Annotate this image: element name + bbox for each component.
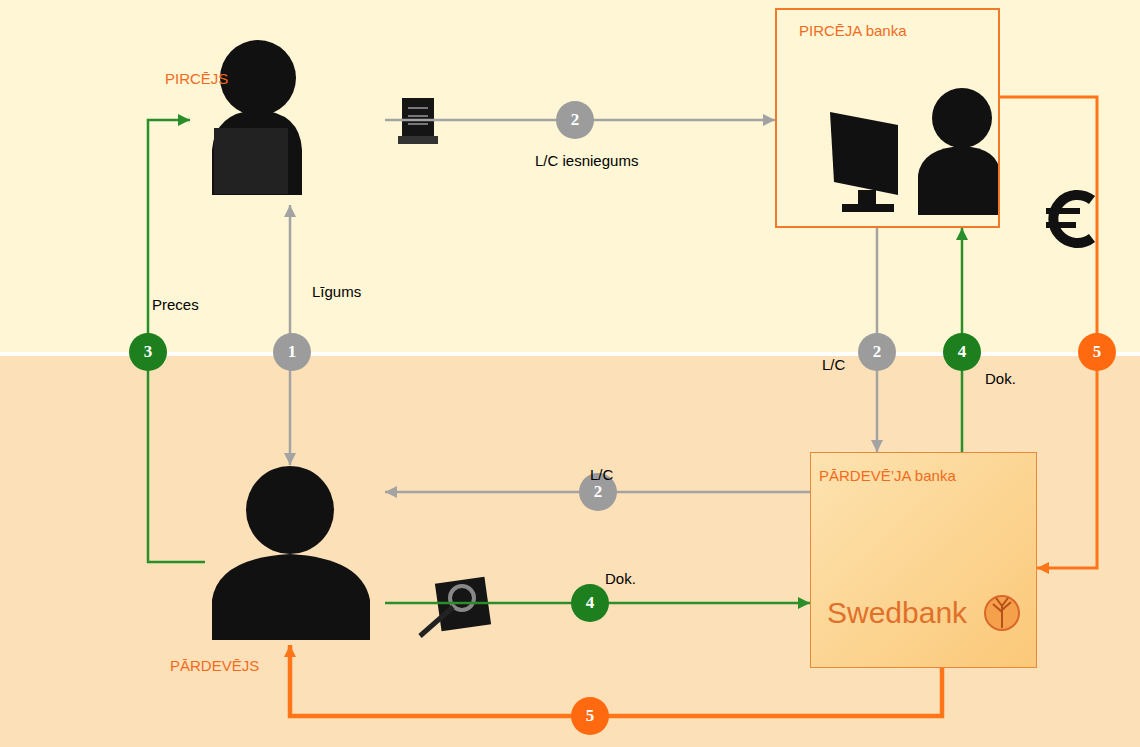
seller-figure: [212, 466, 370, 640]
step-number: 2: [571, 110, 580, 129]
flow-label: Dok.: [985, 370, 1016, 387]
buyer-node: PIRCĒJS: [190, 35, 385, 205]
step-number: 1: [288, 342, 297, 361]
bank-clerk-figure: [830, 88, 1000, 215]
step-circle: 4: [943, 333, 981, 371]
step-number: 5: [586, 706, 595, 725]
step-number: 2: [873, 342, 882, 361]
bank-logo-text: Swedbank: [827, 596, 967, 630]
flow-label: Līgums: [312, 283, 361, 300]
euro-symbol: [1046, 195, 1092, 243]
bank-box-fill: [810, 452, 1037, 668]
step-circle: 2: [858, 333, 896, 371]
step-circle: 5: [571, 697, 609, 735]
step-circle: 3: [129, 333, 167, 371]
flow-label: Dok.: [605, 570, 636, 587]
bank-name: PIRCĒJA banka: [799, 22, 907, 39]
magnifier-document-icon: [420, 577, 491, 636]
step-number: 4: [586, 593, 595, 612]
bank-box: PIRCĒJA banka: [775, 8, 1000, 228]
bank-name: PĀRDEVĒ’JA banka: [819, 467, 956, 484]
seller-node: PĀRDEVĒJS: [205, 465, 385, 645]
step-circle: 2: [556, 101, 594, 139]
step-circle: 1: [273, 333, 311, 371]
flow-label: L/C: [590, 466, 613, 483]
step-circle: 4: [571, 584, 609, 622]
step-circle: 5: [1078, 333, 1116, 371]
flow-arrow: [290, 645, 942, 716]
step-number: 5: [1093, 342, 1102, 361]
swedbank-logo: [985, 596, 1019, 630]
buyer-figure: [212, 40, 302, 195]
flow-arrow: [1000, 97, 1097, 568]
flow-label: L/C iesniegums: [535, 152, 638, 169]
party-name: PĀRDEVĒJS: [170, 657, 259, 674]
flow-label: L/C: [822, 356, 845, 373]
bank-box: PĀRDEVĒ’JA bankaSwedbank: [810, 452, 1037, 668]
step-number: 2: [594, 482, 603, 501]
step-number: 3: [144, 342, 153, 361]
party-name: PIRCĒJS: [165, 70, 228, 87]
step-number: 4: [958, 342, 967, 361]
flow-label: Preces: [152, 296, 199, 313]
